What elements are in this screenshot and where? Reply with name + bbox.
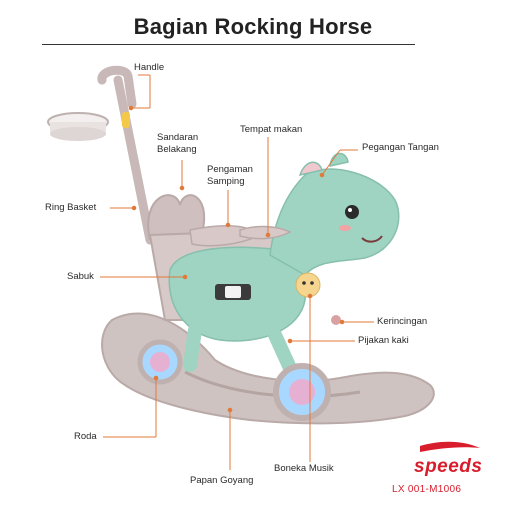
label-kerincingan: Kerincingan (377, 316, 428, 327)
page-title: Bagian Rocking Horse (133, 14, 373, 39)
label-boneka-musik: Boneka Musik (274, 463, 334, 474)
label-pegangan-tangan: Pegangan Tangan (362, 142, 439, 153)
label-handle: Handle (134, 62, 165, 73)
label-ring-basket: Ring Basket (45, 202, 97, 213)
label-papan-goyang: Papan Goyang (190, 475, 254, 486)
label-sandaran-line1: Sandaran (157, 132, 199, 143)
brand-swoosh (420, 441, 480, 452)
label-sabuk: Sabuk (67, 271, 94, 282)
label-pengaman-line1: Pengaman (207, 164, 253, 175)
product-code: LX 001-M1006 (392, 484, 462, 495)
label-tempat-makan: Tempat makan (240, 124, 303, 135)
label-sandaran-line2: Belakang (157, 144, 197, 155)
label-pengaman-line2: Samping (207, 176, 245, 187)
label-roda: Roda (74, 431, 97, 442)
title-divider (42, 44, 415, 45)
label-pengaman-samping: Pengaman Samping (207, 164, 253, 188)
label-pijakan-kaki: Pijakan kaki (358, 335, 409, 346)
label-sandaran-belakang: Sandaran Belakang (157, 132, 198, 156)
brand-logo-text: speeds (414, 456, 483, 477)
